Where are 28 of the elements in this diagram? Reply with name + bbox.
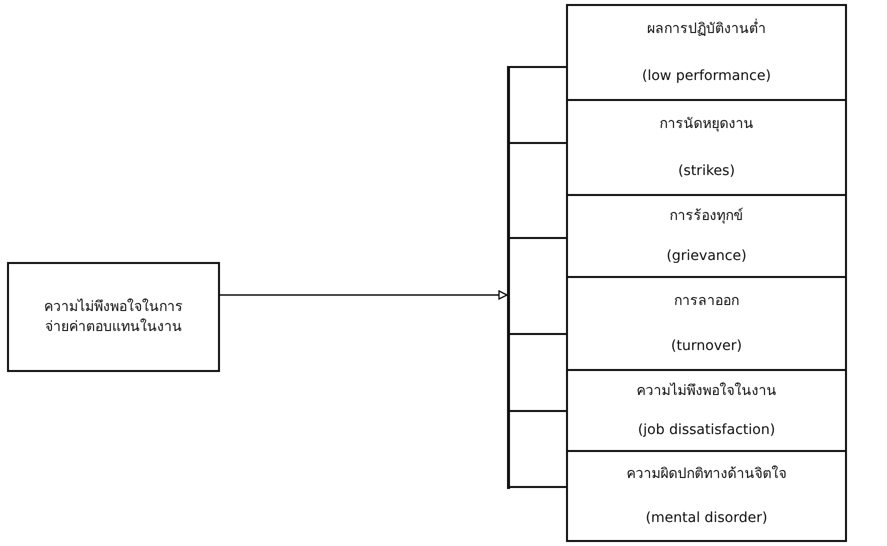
box-subtitle: (turnover) <box>671 337 742 356</box>
box-title: ความไม่พึงพอใจในการจ่ายค่าตอบแทนในงาน <box>43 298 184 337</box>
box-subtitle: (job dissatisfaction) <box>638 421 776 440</box>
connector-line <box>510 237 566 239</box>
process-box <box>566 4 847 101</box>
box-title: การร้องทุกข์ <box>670 206 744 226</box>
connector-line <box>510 486 566 488</box>
box-title: ผลการปฏิบัติงานต่ำ <box>647 19 766 40</box>
box-title: ความไม่พึงพอใจในงาน <box>636 382 776 401</box>
process-box <box>566 194 847 278</box>
connector-line <box>510 410 566 412</box>
box-title: การนัดหยุดงาน <box>660 115 754 134</box>
box-subtitle: (grievance) <box>666 247 747 266</box>
box-subtitle: (mental disorder) <box>646 509 768 528</box>
box-title: การลาออก <box>674 292 739 311</box>
connector-line <box>510 333 566 335</box>
process-box <box>7 262 220 372</box>
box-subtitle: (low performance) <box>642 66 771 86</box>
box-title: ความผิดปกติทางด้านจิตใจ <box>626 464 786 484</box>
connector-line <box>510 142 566 144</box>
box-subtitle: (strikes) <box>678 162 735 181</box>
bus-line <box>507 66 510 489</box>
process-box <box>566 369 847 452</box>
process-box <box>566 450 847 542</box>
process-box <box>566 276 847 371</box>
arrow <box>220 290 508 300</box>
process-box <box>566 99 847 196</box>
connector-line <box>510 66 566 68</box>
